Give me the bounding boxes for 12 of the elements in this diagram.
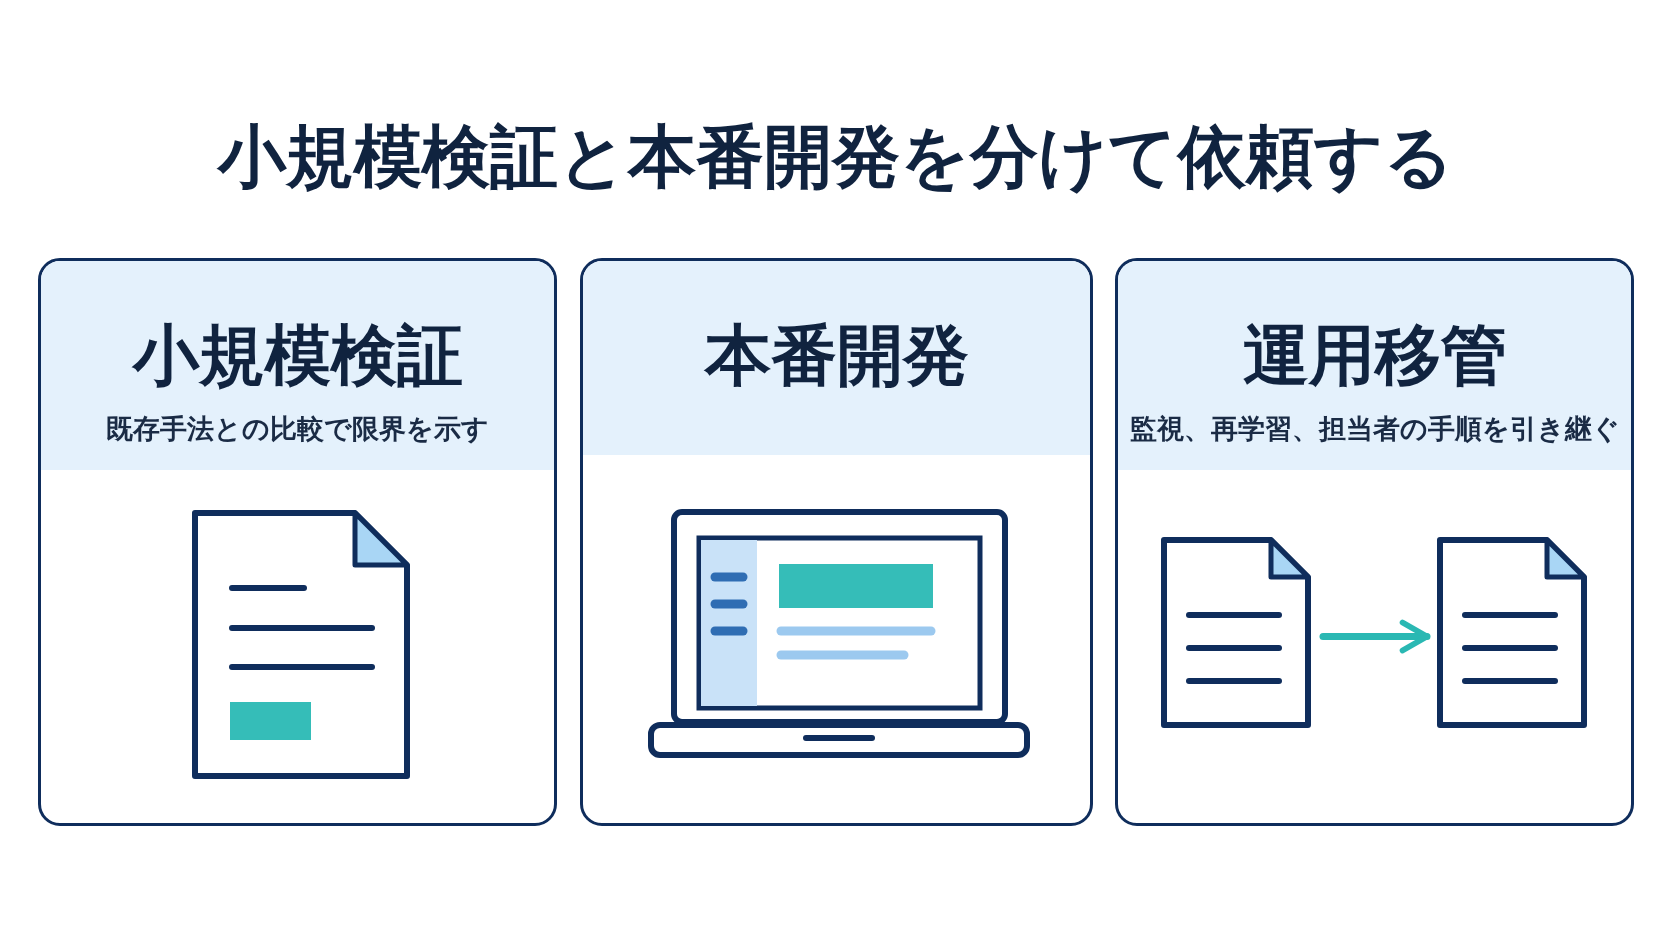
document-icon [1161, 537, 1311, 728]
arrow [1319, 619, 1431, 654]
stage-heading: 本番開発 [703, 316, 970, 396]
stage-card [1115, 258, 1634, 826]
title: 小規模検証と本番開発を分けて依頼する [215, 116, 1455, 198]
stage-heading: 小規模検証 [131, 316, 464, 396]
stage-card [38, 258, 557, 826]
stage-description: 既存手法との比較で限界を示す [105, 412, 490, 446]
stage-card [580, 258, 1093, 826]
stage-heading: 運用移管 [1241, 316, 1508, 396]
stage-description: 監視、再学習、担当者の手順を引き継ぐ [1128, 412, 1621, 446]
document-icon [1437, 537, 1587, 728]
